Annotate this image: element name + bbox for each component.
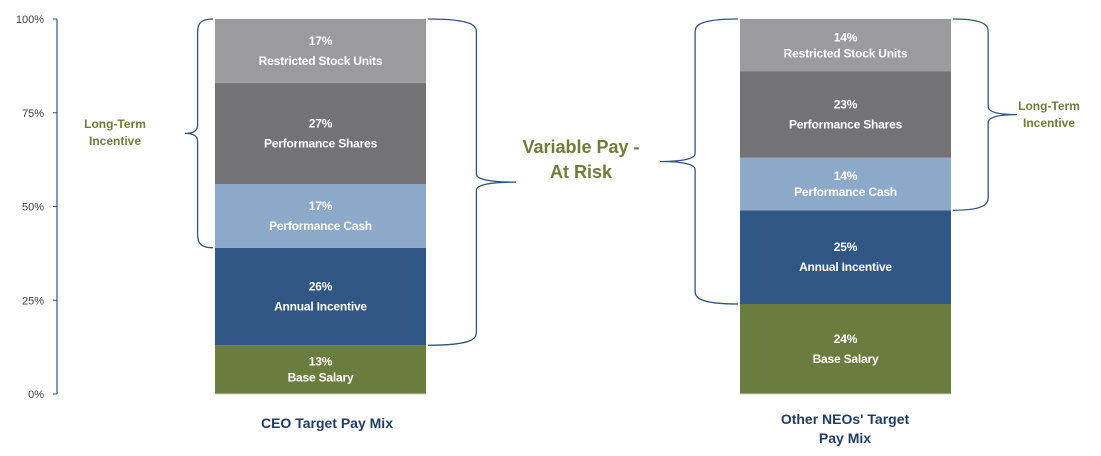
segment-name-label: Restricted Stock Units — [259, 54, 383, 68]
segment-name-label: Performance Shares — [264, 136, 378, 150]
segment-labels: 13% Base Salary 26% Annual Incentive 17% Perf… — [259, 30, 908, 384]
y-tick-label: 50% — [22, 202, 44, 214]
bar-segment-performance-cash — [215, 184, 426, 248]
segment-name-label: Performance Shares — [789, 118, 903, 132]
bar-segment-performance-shares — [740, 71, 951, 158]
bar-segment-performance-cash — [740, 157, 951, 211]
category-label-neo-line1: Other NEOs' Target — [781, 411, 910, 427]
braces — [184, 18, 1018, 346]
y-tick-label: 100% — [16, 14, 44, 26]
variable-pay-label-line1: Variable Pay - — [522, 137, 639, 157]
segment-value-label: 13% — [309, 355, 333, 369]
segment-value-label: 23% — [834, 98, 858, 112]
segment-value-label: 27% — [309, 116, 333, 130]
bar-segment-restricted-stock-units — [740, 19, 951, 72]
bar-segment-annual-incentive — [215, 247, 426, 346]
neo-variable-pay-brace — [659, 18, 739, 305]
ceo-long-term-brace — [184, 18, 214, 249]
ceo-long-term-label-line1: Long-Term — [84, 117, 146, 131]
neo-long-term-label-line1: Long-Term — [1018, 99, 1080, 113]
segment-value-label: 26% — [309, 280, 333, 294]
y-axis: 0% 25% 50% 75% 100% — [16, 14, 58, 401]
segment-value-label: 17% — [309, 34, 333, 48]
segment-name-label: Base Salary — [813, 352, 879, 366]
segment-name-label: Annual Incentive — [799, 260, 892, 274]
ceo-long-term-label-line2: Incentive — [89, 134, 141, 148]
bar-segment-restricted-stock-units — [215, 19, 426, 83]
y-tick-label: 75% — [22, 108, 44, 120]
category-label-neo-line2: Pay Mix — [819, 430, 871, 446]
segment-name-label: Restricted Stock Units — [784, 46, 908, 60]
neo-long-term-brace — [952, 18, 1018, 211]
segment-value-label: 24% — [834, 332, 858, 346]
segment-value-label: 25% — [834, 240, 858, 254]
category-label-ceo: CEO Target Pay Mix — [261, 415, 393, 431]
segment-value-label: 14% — [834, 30, 858, 44]
bar-segment-base-salary — [215, 345, 426, 394]
segment-name-label: Base Salary — [288, 371, 354, 385]
segment-name-label: Performance Cash — [794, 185, 897, 199]
bar-segment-annual-incentive — [740, 210, 951, 304]
bar-segment-base-salary — [740, 304, 951, 394]
neo-long-term-label-line2: Incentive — [1023, 116, 1075, 130]
segment-value-label: 17% — [309, 199, 333, 213]
segment-name-label: Performance Cash — [269, 219, 372, 233]
y-tick-label: 25% — [22, 295, 44, 307]
stacked-bars — [215, 19, 951, 395]
y-tick-label: 0% — [28, 389, 44, 401]
ceo-variable-pay-brace — [427, 18, 517, 346]
segment-value-label: 14% — [834, 169, 858, 183]
segment-name-label: Annual Incentive — [274, 300, 367, 314]
bar-segment-performance-shares — [215, 82, 426, 184]
variable-pay-label-line2: At Risk — [550, 162, 613, 182]
